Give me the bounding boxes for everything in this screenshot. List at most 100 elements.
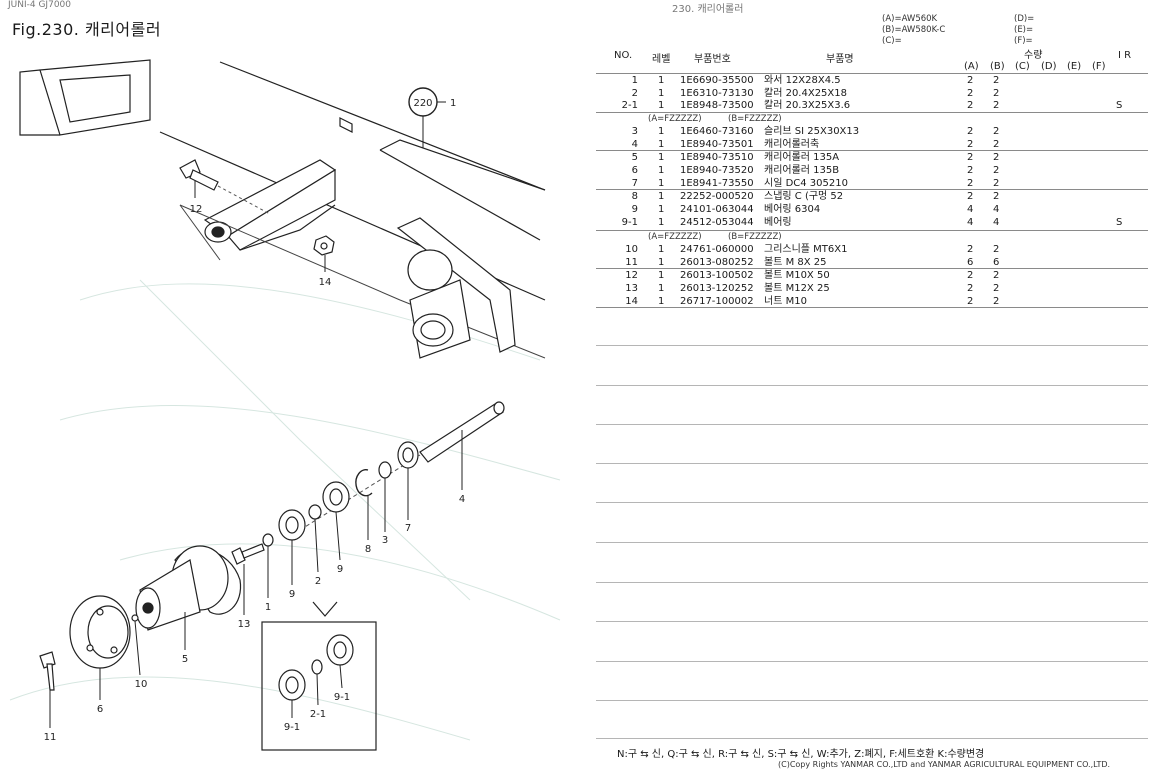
cell-no: 11 <box>625 257 638 268</box>
cell-a: 2 <box>967 100 974 111</box>
inset-bearing-9-1a <box>326 634 354 666</box>
cell-name: 너트 M10 <box>764 296 807 307</box>
cell-a: 2 <box>967 165 974 176</box>
grease-nipple-10 <box>131 614 139 622</box>
empty-rule <box>596 542 1148 543</box>
bolt-12 <box>179 159 219 191</box>
cell-pn: 26013-080252 <box>680 257 754 268</box>
cell-name: 칼러 20.3X25X3.6 <box>764 100 851 111</box>
row-group-rule <box>596 307 1148 308</box>
cell-b: 2 <box>993 152 1000 163</box>
callout-220: 220 <box>413 98 432 109</box>
cell-no: 14 <box>625 296 638 307</box>
cell-b: 2 <box>993 296 1000 307</box>
cell-a: 2 <box>967 178 974 189</box>
cell-pn: 1E6310-73130 <box>680 88 754 99</box>
callout-circle-220 <box>408 87 438 117</box>
empty-rule <box>596 502 1148 503</box>
cell-pn: 24101-063044 <box>680 204 754 215</box>
cell-a: 2 <box>967 152 974 163</box>
callout-2: 2 <box>315 576 321 587</box>
bearing-9a <box>322 481 350 513</box>
cell-pn: 1E8940-73510 <box>680 152 754 163</box>
seal-7 <box>397 441 419 469</box>
cell-name: 그리스니플 MT6X1 <box>764 244 848 255</box>
cell-a: 2 <box>967 191 974 202</box>
cell-ir: S <box>1116 217 1123 228</box>
qty-col-a: (A) <box>964 61 979 72</box>
group-note-b2: (B=FZZZZZ) <box>728 232 782 242</box>
cell-ir: S <box>1116 100 1123 111</box>
cell-lv: 1 <box>658 165 665 176</box>
header-level: 레벨 <box>652 54 671 65</box>
cell-pn: 24512-053044 <box>680 217 754 228</box>
empty-rule <box>596 385 1148 386</box>
callout-9-1b: 9-1 <box>284 722 300 733</box>
cell-no: 7 <box>631 178 638 189</box>
inset-arrow <box>312 601 338 617</box>
washer-1 <box>262 533 274 547</box>
callout-220-qty: 1 <box>450 98 456 109</box>
callout-4: 4 <box>459 494 465 505</box>
cell-pn: 1E8940-73501 <box>680 139 754 150</box>
bearing-9b <box>278 509 306 541</box>
cell-a: 2 <box>967 283 974 294</box>
empty-rule <box>596 463 1148 464</box>
group-note-a1: (A=FZZZZZ) <box>648 114 702 124</box>
cell-no: 10 <box>625 244 638 255</box>
copyright: (C)Copy Rights YANMAR CO.,LTD and YANMAR… <box>778 760 1111 769</box>
cell-lv: 1 <box>658 270 665 281</box>
callout-3: 3 <box>382 535 388 546</box>
collar-2 <box>308 504 322 520</box>
exploded-parts-diagram: 220 1 12 14 4 7 3 8 9 2 9 1 13 5 10 6 11… <box>9 59 561 751</box>
callout-13: 13 <box>238 619 251 630</box>
empty-rule <box>596 424 1148 425</box>
cell-lv: 1 <box>658 257 665 268</box>
cell-a: 4 <box>967 217 974 228</box>
header-qty: 수량 <box>1024 50 1043 61</box>
header-part-name: 부품명 <box>826 54 854 65</box>
cell-lv: 1 <box>658 191 665 202</box>
section-title-cut: 230. 캐리어롤러 <box>672 4 744 15</box>
model-a: (A)=AW560K <box>882 14 938 24</box>
roller-bracket <box>203 159 337 251</box>
cell-b: 6 <box>993 257 1000 268</box>
cell-b: 2 <box>993 244 1000 255</box>
cell-pn: 1E6690-35500 <box>680 75 754 86</box>
cell-name: 베어링 <box>764 217 792 228</box>
empty-rule <box>596 661 1148 662</box>
callout-10: 10 <box>135 679 148 690</box>
cell-b: 2 <box>993 178 1000 189</box>
cell-a: 2 <box>967 139 974 150</box>
cell-b: 2 <box>993 75 1000 86</box>
row-group-rule <box>596 112 1148 113</box>
cell-no: 2 <box>631 88 638 99</box>
cell-a: 2 <box>967 270 974 281</box>
callout-12: 12 <box>190 204 203 215</box>
mounted-roller <box>396 217 516 359</box>
cell-pn: 1E6460-73160 <box>680 126 754 137</box>
cell-pn: 1E8941-73550 <box>680 178 754 189</box>
cell-b: 4 <box>993 217 1000 228</box>
model-c: (C)= <box>882 36 902 46</box>
cell-name: 스냅링 C (구멍 52 <box>764 191 844 202</box>
inset-collar-2-1 <box>311 659 323 675</box>
cell-b: 2 <box>993 165 1000 176</box>
qty-col-f: (F) <box>1092 61 1106 72</box>
cell-lv: 1 <box>658 283 665 294</box>
callout-7: 7 <box>405 523 411 534</box>
model-f: (F)= <box>1014 36 1033 46</box>
change-code-legend: N:구 ⇆ 신, Q:구 ⇆ 신, R:구 ⇆ 신, S:구 ⇆ 신, W:추가… <box>617 749 985 760</box>
callout-5: 5 <box>182 654 188 665</box>
inset-bearing-9-1b <box>278 669 306 701</box>
